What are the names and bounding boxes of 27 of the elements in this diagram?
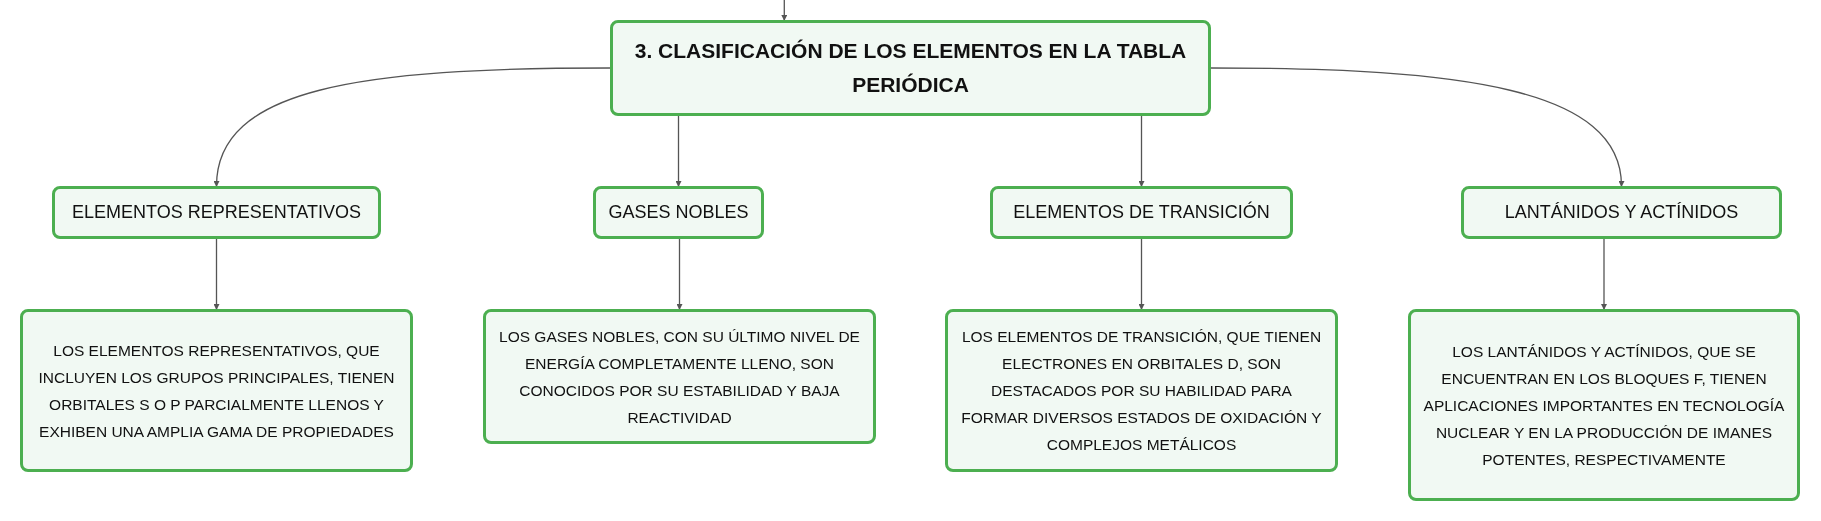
- category-label: GASES NOBLES: [608, 202, 749, 223]
- connector-arrow: [1138, 115, 1145, 187]
- description-text: LOS ELEMENTOS REPRESENTATIVOS, QUE INCLUYEN LOS GRUPOS PRINCIPALES, TIENEN ORBITALES S O P PARCIALMENTE LLENOS Y EXHIBEN UNA AMPLIA GAMA DE PROPIEDADES: [37, 340, 396, 442]
- connector-arrow: [1210, 67, 1624, 187]
- node-title-box: [610, 20, 1211, 116]
- connector-arrow: [675, 115, 682, 187]
- connector-arrow: [781, 0, 788, 21]
- connector-arrow: [1138, 238, 1145, 310]
- description-box: [945, 309, 1338, 472]
- description-box: [20, 309, 413, 472]
- connector-arrow: [213, 238, 220, 310]
- category-box: [593, 186, 764, 239]
- connector-arrow: [676, 238, 683, 310]
- category-box: [1461, 186, 1782, 239]
- category-label: ELEMENTOS DE TRANSICIÓN: [1013, 202, 1270, 223]
- title-text: 3. CLASIFICACIÓN DE LOS ELEMENTOS EN LA TABLA PERIÓDICA: [633, 38, 1188, 98]
- category-box: [52, 186, 381, 239]
- description-box: [1408, 309, 1800, 501]
- connector-arrow: [214, 67, 611, 187]
- description-text: LOS ELEMENTOS DE TRANSICIÓN, QUE TIENEN ELECTRONES EN ORBITALES D, SON DESTACADOS POR SU HABILIDAD PARA FORMAR DIVERSOS ESTADOS DE OXIDACIÓN Y COMPLEJOS METÁLICOS: [960, 327, 1323, 455]
- description-box: [483, 309, 876, 444]
- description-text: LOS GASES NOBLES, CON SU ÚLTIMO NIVEL DE ENERGÍA COMPLETAMENTE LLENO, SON CONOCIDOS POR SU ESTABILIDAD Y BAJA REACTIVIDAD: [498, 326, 861, 428]
- category-box: [990, 186, 1293, 239]
- connector-arrow: [1601, 238, 1607, 310]
- category-label: ELEMENTOS REPRESENTATIVOS: [71, 202, 362, 223]
- category-label: LANTÁNIDOS Y ACTÍNIDOS: [1504, 202, 1739, 223]
- description-text: LOS LANTÁNIDOS Y ACTÍNIDOS, QUE SE ENCUENTRAN EN LOS BLOQUES F, TIENEN APLICACIONES IMPORTANTES EN TECNOLOGÍA NUCLEAR Y EN LA PRODUCCIÓN DE IMANES POTENTES, RESPECTIVAMENTE: [1422, 341, 1786, 470]
